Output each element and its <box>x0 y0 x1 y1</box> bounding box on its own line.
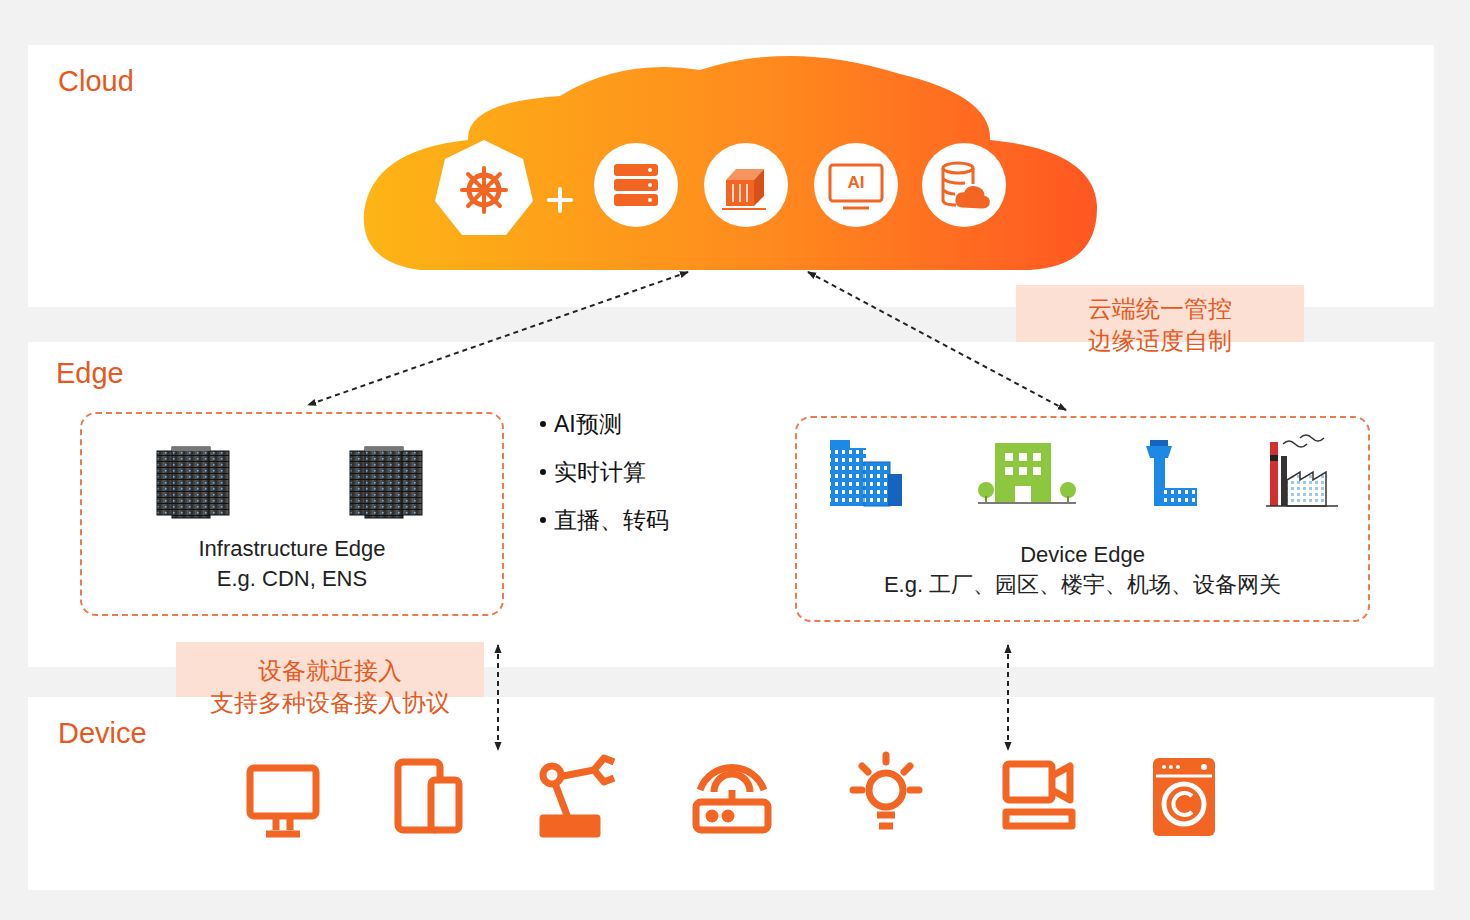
box-heading: Infrastructure Edge <box>198 534 385 564</box>
plus-sign <box>549 189 571 211</box>
icon-circle <box>922 143 1006 227</box>
bullet-dot <box>540 421 546 427</box>
band-label: Device <box>58 716 147 750</box>
callout-box: 设备就近接入支持多种设备接入协议 <box>176 642 484 732</box>
robot-arm-icon <box>543 758 614 834</box>
factory-icon <box>1266 435 1338 506</box>
monitor-icon <box>250 768 316 834</box>
box-text: 支持多种设备接入协议 <box>210 687 450 719</box>
layer-band: Device <box>28 697 1434 890</box>
tablet-phone-icon <box>398 762 459 830</box>
band-label: Cloud <box>58 64 134 98</box>
box-text: E.g. CDN, ENS <box>217 564 367 594</box>
edge-group-box: Device EdgeE.g. 工厂、园区、楼宇、机场、设备网关 <box>795 416 1370 622</box>
edge-group-box: Infrastructure EdgeE.g. CDN, ENS <box>80 412 504 616</box>
park-building-icon <box>978 443 1076 503</box>
bullet-row: AI预测 <box>540 409 622 439</box>
cloud-database-icon <box>943 163 988 207</box>
bullet-dot <box>540 517 546 523</box>
icon-circle <box>594 143 678 227</box>
server-rack <box>350 447 422 518</box>
dashed-connector <box>308 272 688 405</box>
layer-band: EdgeInfrastructure EdgeE.g. CDN, ENS Devi… <box>28 342 1434 667</box>
bullet-text: 实时计算 <box>554 457 646 487</box>
box-heading: 云端统一管控 <box>1088 293 1232 325</box>
bullet-text: AI预测 <box>554 409 622 439</box>
icon-label: AI <box>848 173 865 192</box>
server-icon <box>614 164 658 206</box>
router-icon <box>696 767 768 830</box>
office-building-icon <box>830 440 902 506</box>
server-rack <box>157 447 229 518</box>
dashed-connector <box>497 645 499 750</box>
bullet-text: 直播、转码 <box>554 505 669 535</box>
band-label: Edge <box>56 356 124 390</box>
bullet-row: 实时计算 <box>540 457 646 487</box>
icon-circle <box>814 143 898 227</box>
kubernetes-icon <box>435 140 533 235</box>
washing-machine-icon <box>1153 758 1215 836</box>
box-text: 边缘适度自制 <box>1088 325 1232 357</box>
camera-icon <box>1006 764 1072 826</box>
container-icon <box>722 169 766 209</box>
layer-band: Cloud <box>28 45 1434 307</box>
light-bulb-icon <box>853 755 919 826</box>
ai-monitor-icon <box>830 165 882 208</box>
box-heading: 设备就近接入 <box>258 655 402 687</box>
dashed-connector <box>808 272 1066 410</box>
dashed-connector <box>1007 645 1009 750</box>
icon-circle <box>704 143 788 227</box>
box-text: E.g. 工厂、园区、楼宇、机场、设备网关 <box>884 570 1281 600</box>
bullet-dot <box>540 469 546 475</box>
box-heading: Device Edge <box>1020 540 1145 570</box>
bullet-row: 直播、转码 <box>540 505 669 535</box>
airport-tower-icon <box>1146 440 1197 506</box>
cloud-shape <box>364 56 1097 270</box>
